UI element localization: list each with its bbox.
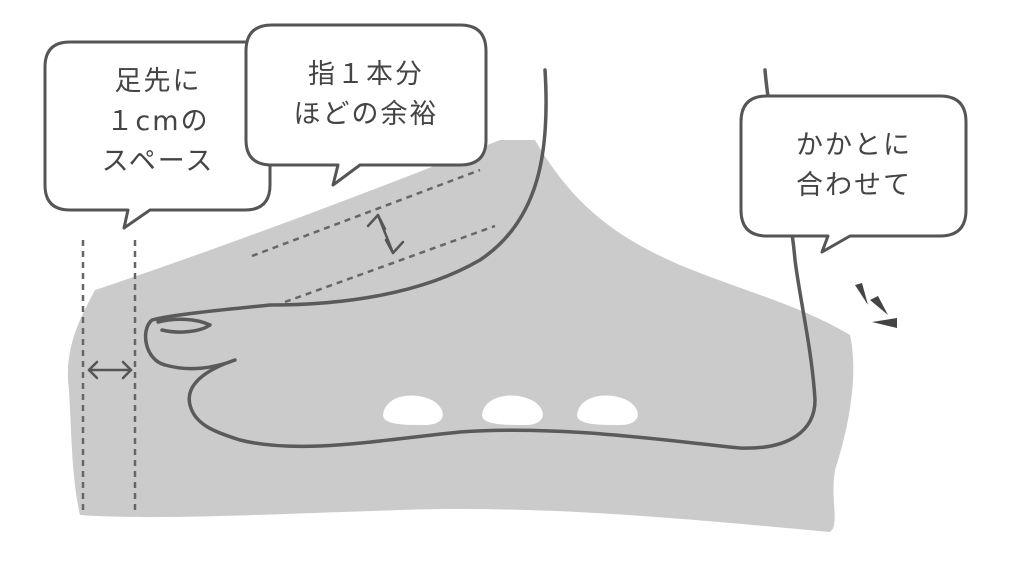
label-line: １cmの <box>106 106 210 137</box>
shoe-hole <box>577 395 638 425</box>
foot-front-outline <box>143 68 817 450</box>
shoe-hole <box>482 395 543 425</box>
label-line: 足先に <box>114 66 202 97</box>
emphasis-marks-icon <box>855 283 897 328</box>
toe-space-label: 足先に １cmの スペース <box>48 62 268 182</box>
horizontal-arrow-icon <box>87 360 133 380</box>
speech-bubble-finger <box>244 23 488 187</box>
shoe-hole <box>383 395 443 425</box>
guide-line <box>284 224 496 304</box>
speech-bubble-heel <box>739 94 968 254</box>
heel-fit-label: かかとに 合わせて <box>743 126 965 206</box>
label-line: 指１本分 <box>308 59 424 90</box>
guide-line <box>251 168 481 258</box>
label-line: 合わせて <box>796 170 912 201</box>
toe-nail <box>156 317 212 334</box>
label-line: スペース <box>101 146 215 177</box>
shoe-shape <box>67 140 854 532</box>
double-arrow-icon <box>366 213 405 255</box>
label-line: ほどの余裕 <box>293 99 439 130</box>
finger-room-label: 指１本分 ほどの余裕 <box>248 55 484 135</box>
label-line: かかとに <box>796 130 912 161</box>
